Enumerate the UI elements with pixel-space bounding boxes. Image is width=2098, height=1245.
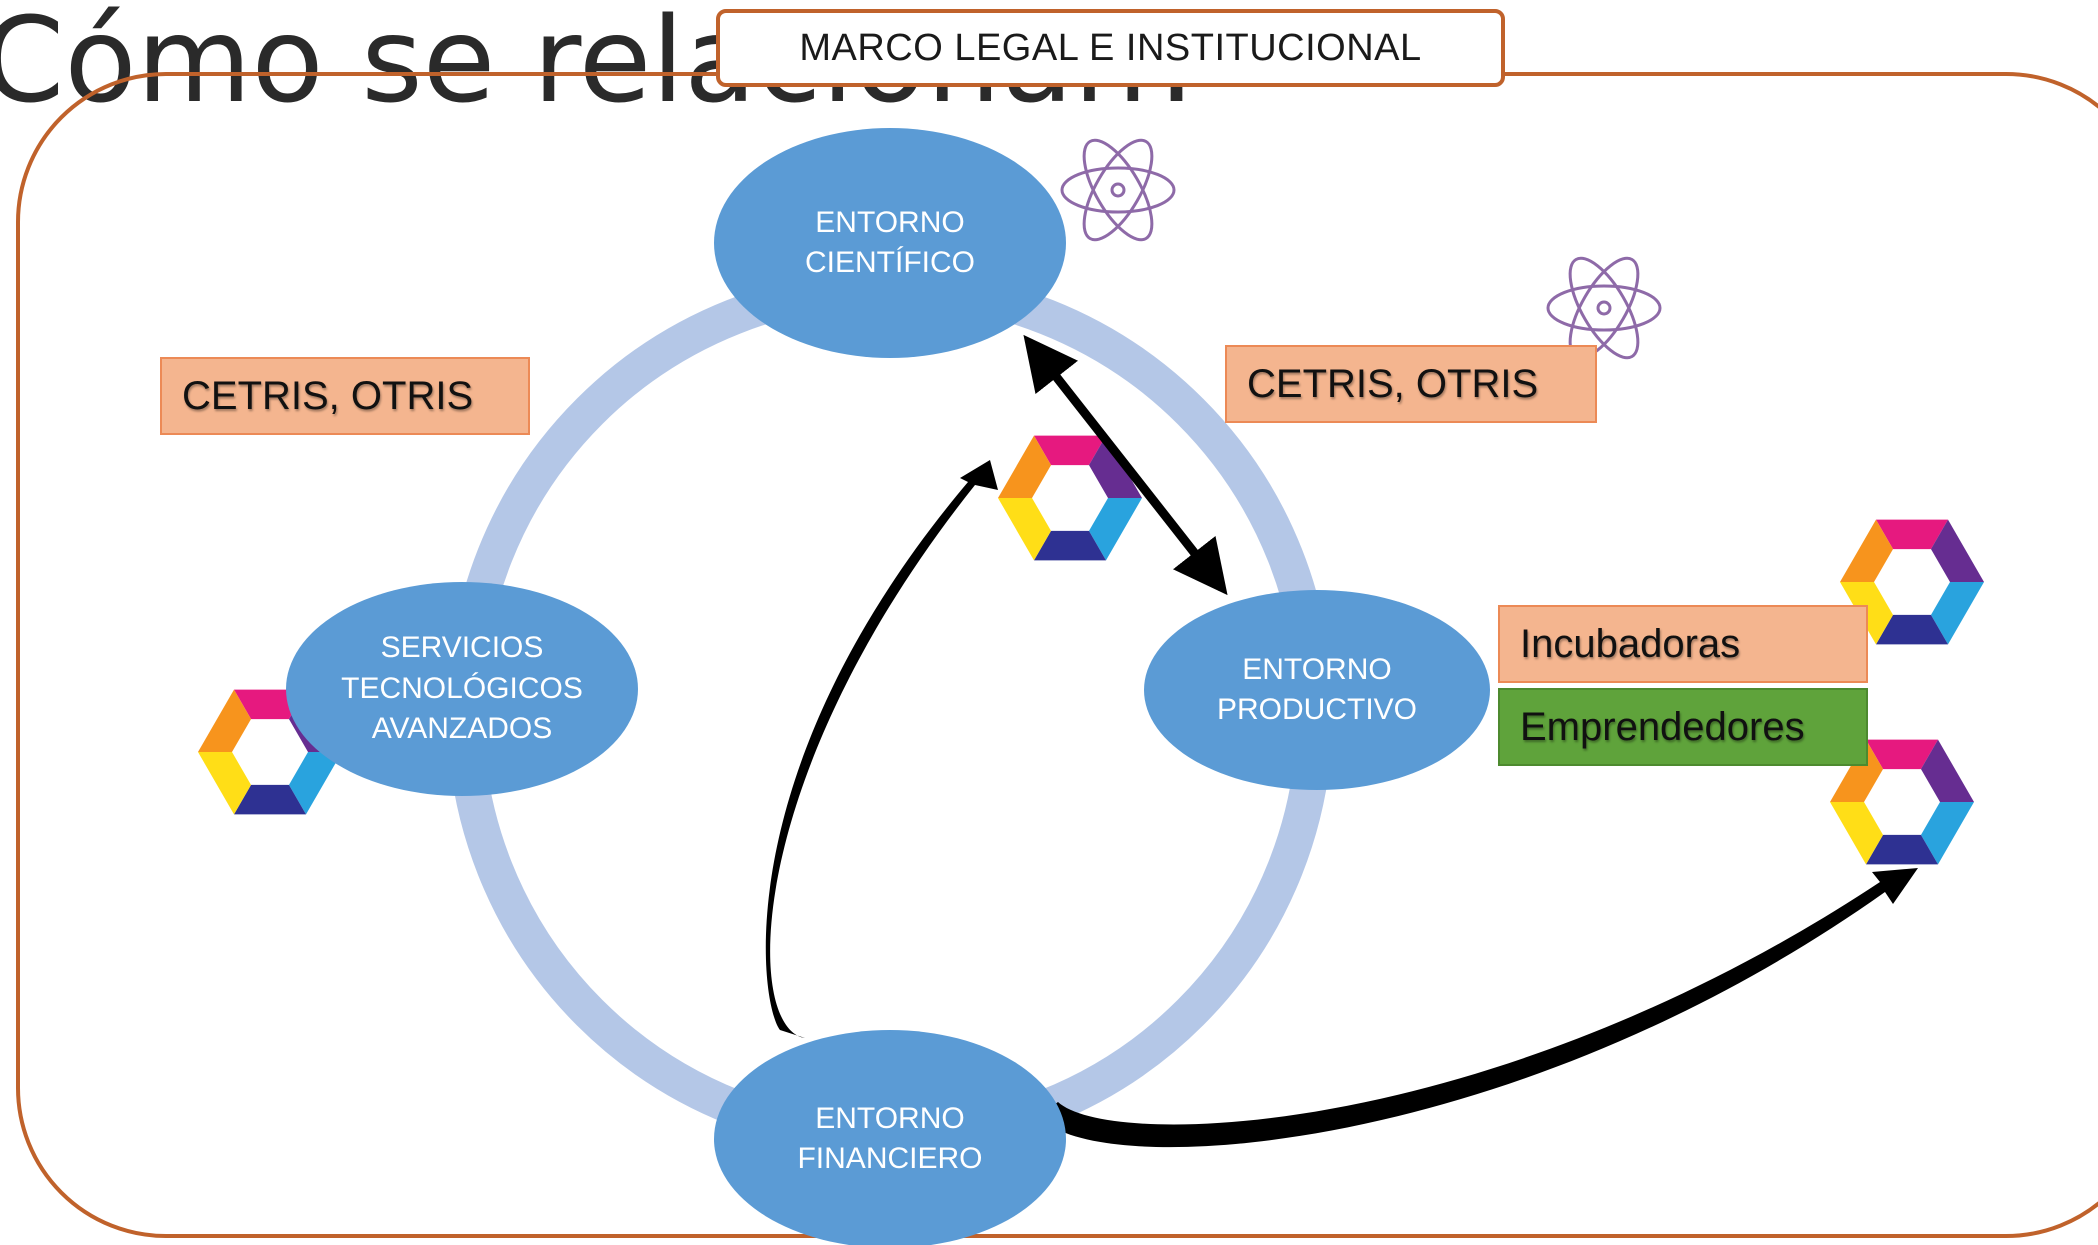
financial-node-label: ENTORNO FINANCIERO <box>797 1101 983 1176</box>
financial-node: ENTORNO FINANCIERO <box>714 1030 1066 1245</box>
finance-to-innovation-arrow <box>765 460 998 1038</box>
incubators-tag: Incubadoras <box>1498 605 1868 683</box>
cetris-otris-tag-left: CETRIS, OTRIS <box>160 357 530 435</box>
productive-node: ENTORNO PRODUCTIVO <box>1144 590 1490 790</box>
scientific-node: ENTORNO CIENTÍFICO <box>714 128 1066 358</box>
entrepreneurs-tag: Emprendedores <box>1498 688 1868 766</box>
finance-to-entrepreneurs-arrow <box>1040 868 1918 1148</box>
services-node-label: SERVICIOS TECNOLÓGICOS AVANZADOS <box>341 631 583 746</box>
scientific-node-label: ENTORNO CIENTÍFICO <box>805 205 975 280</box>
atom-icon <box>1060 129 1176 251</box>
science-production-arrow <box>1023 334 1228 596</box>
legal-framework-banner: MARCO LEGAL E INSTITUCIONAL <box>716 9 1505 87</box>
services-node: SERVICIOS TECNOLÓGICOS AVANZADOS <box>286 582 638 796</box>
productive-node-label: ENTORNO PRODUCTIVO <box>1216 652 1417 727</box>
cetris-otris-tag-right: CETRIS, OTRIS <box>1225 345 1597 423</box>
